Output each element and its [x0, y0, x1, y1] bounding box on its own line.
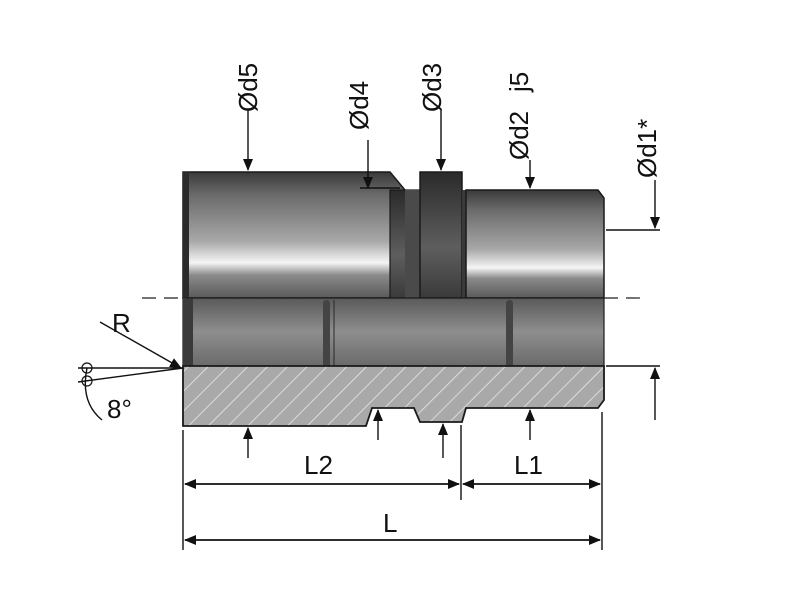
label-d1: Ød1* — [632, 119, 662, 178]
section-wall — [182, 365, 605, 427]
label-d5: Ød5 — [233, 63, 263, 112]
body-upper-left — [182, 171, 406, 299]
label-d2: Ød2 — [504, 111, 534, 160]
label-l1: L1 — [514, 450, 543, 480]
label-r: R — [112, 308, 131, 338]
label-j5: j5 — [504, 72, 534, 93]
label-d4: Ød4 — [344, 81, 374, 130]
body-upper-right — [465, 189, 605, 299]
label-angle: 8° — [107, 394, 132, 424]
bore — [182, 297, 605, 368]
angle-line — [77, 367, 184, 383]
body-groove — [389, 171, 466, 299]
angle-arc — [84, 367, 103, 421]
r-leader — [99, 321, 182, 369]
angle-point-top — [81, 362, 93, 374]
label-l: L — [383, 508, 397, 538]
angle-point-bottom — [81, 375, 93, 387]
label-d3: Ød3 — [417, 63, 447, 112]
label-l2: L2 — [304, 450, 333, 480]
